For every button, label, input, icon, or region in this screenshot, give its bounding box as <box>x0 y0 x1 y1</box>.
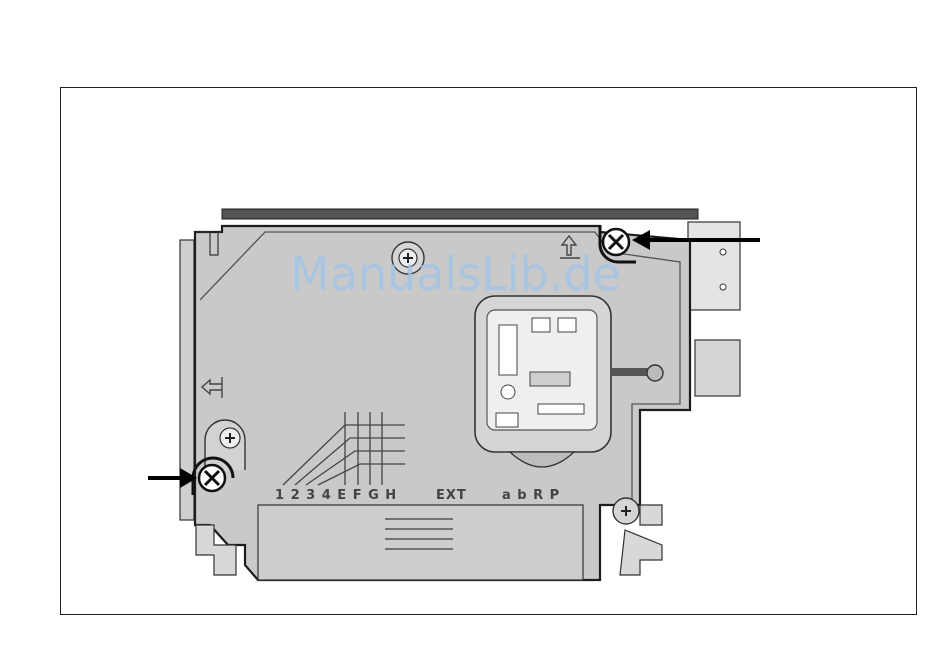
screw-plus-icon <box>613 498 639 524</box>
terminal-label-ext: EXT <box>436 488 467 503</box>
terminal-label-numeric: 1 2 3 4 E F G H <box>275 488 397 503</box>
top-rail <box>222 209 698 219</box>
right-bracket <box>688 222 740 396</box>
watermark-text: ManualsLib.de <box>290 247 621 301</box>
terminal-label-ab: a b R P <box>502 488 560 503</box>
bottom-cover <box>258 505 583 580</box>
